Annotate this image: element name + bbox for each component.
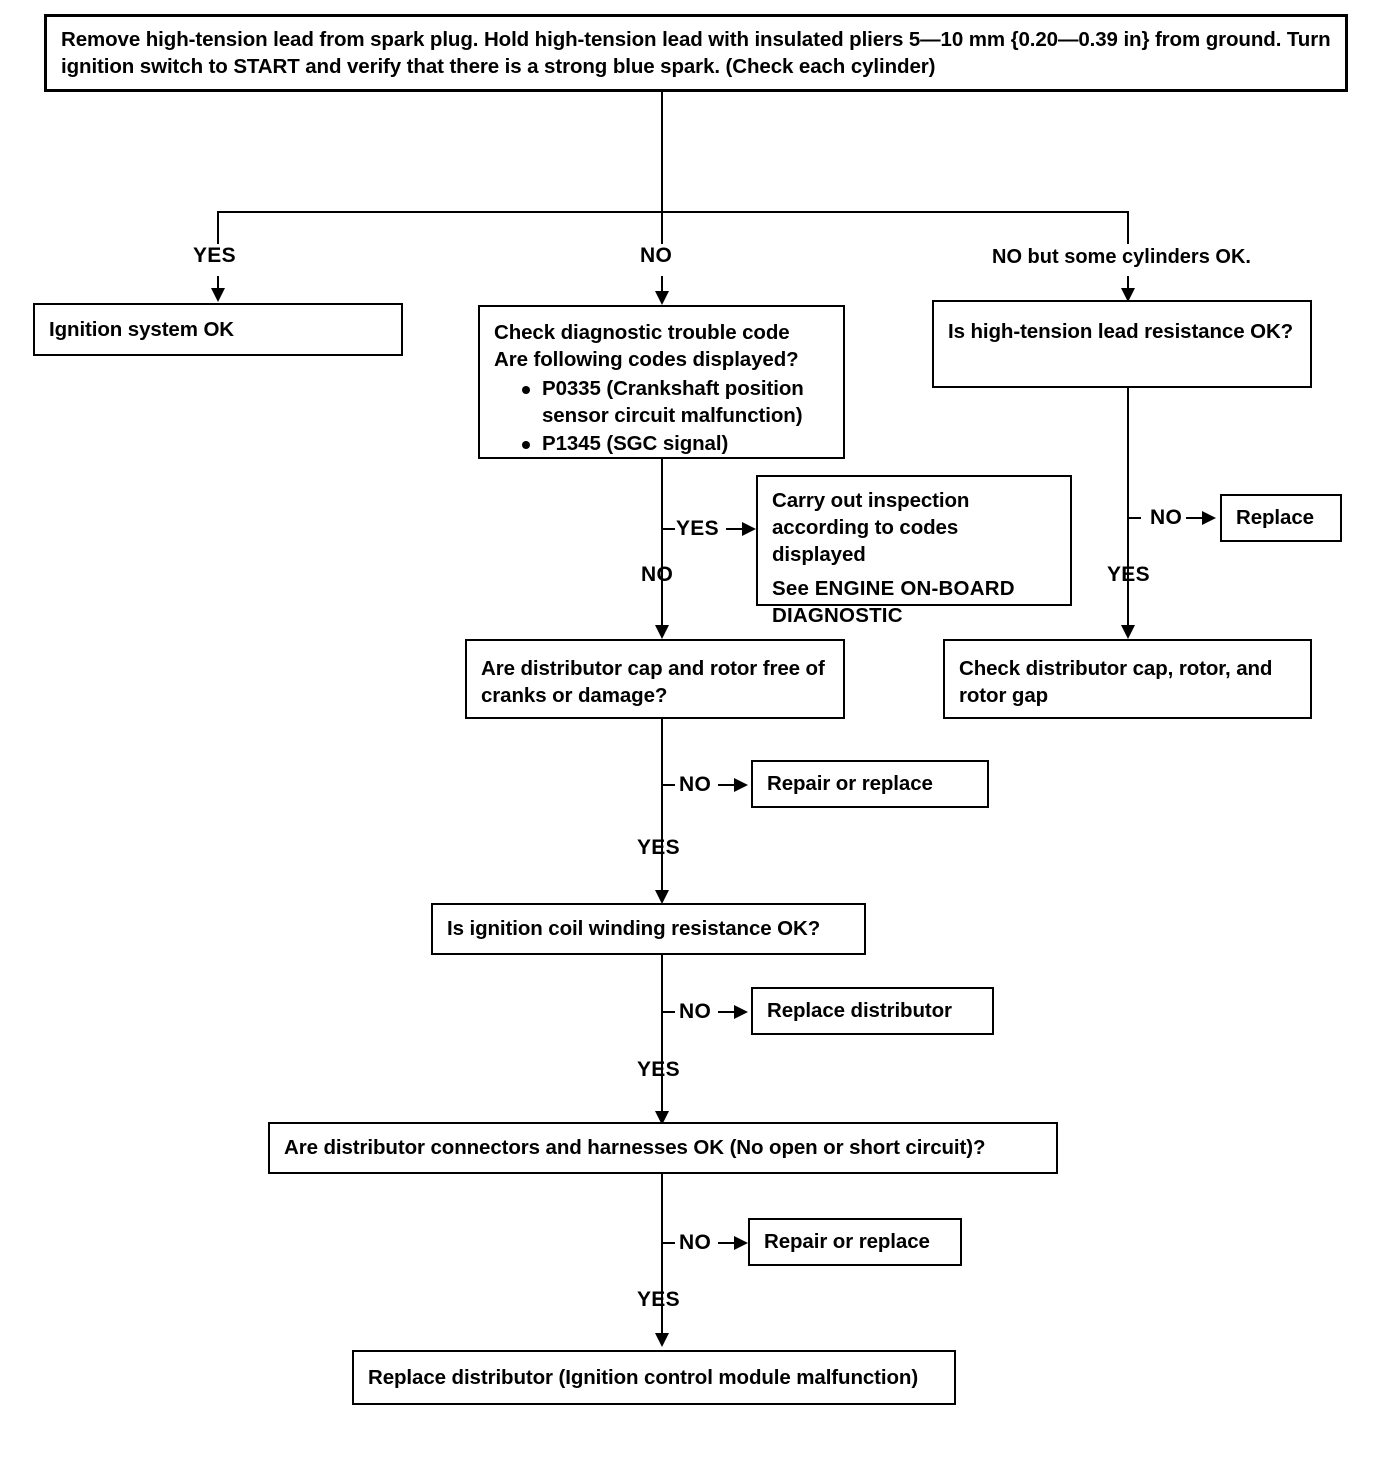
carry-out-see-label: See xyxy=(772,577,810,601)
start-box: Remove high-tension lead from spark plug… xyxy=(44,14,1348,92)
connector-dtc-yes-line xyxy=(726,528,744,530)
connector-left-arrow-line xyxy=(217,276,219,290)
check-cap-rotor-gap-text: Check distributor cap, rotor, and rotor … xyxy=(959,657,1273,708)
edge-label-dtc-yes: YES xyxy=(676,517,719,540)
connector-harness-down xyxy=(661,1174,663,1338)
edge-label-coil-yes: YES xyxy=(637,1058,680,1081)
arrow-to-connectors-harnesses xyxy=(655,1111,669,1125)
edge-label-coil-no: NO xyxy=(679,1000,712,1023)
connector-right-drop xyxy=(1127,211,1129,244)
arrow-to-cap-rotor xyxy=(655,625,669,639)
repair-or-replace-text-2: Repair or replace xyxy=(764,1230,930,1254)
connector-harness-no-tick xyxy=(661,1242,675,1244)
edge-label-harness-no: NO xyxy=(679,1231,712,1254)
connectors-harnesses-box: Are distributor connectors and harnesses… xyxy=(268,1122,1058,1174)
replace-distributor-text: Replace distributor xyxy=(767,999,952,1023)
replace-box: Replace xyxy=(1220,494,1342,542)
replace-distributor-box: Replace distributor xyxy=(751,987,994,1035)
arrow-to-ht-lead-resistance xyxy=(1121,288,1135,302)
connector-ht-no-tick xyxy=(1127,517,1141,519)
check-dtc-line1: Check diagnostic trouble code xyxy=(494,321,790,344)
connector-cap-no-tick xyxy=(661,784,675,786)
ignition-system-ok-text: Ignition system OK xyxy=(49,317,235,341)
branch-label-no-some-cylinders: NO but some cylinders OK. xyxy=(992,246,1251,268)
check-dtc-line2: Are following codes displayed? xyxy=(494,348,799,372)
edge-label-cap-no: NO xyxy=(679,773,712,796)
arrow-to-repair-or-replace-2 xyxy=(734,1236,748,1250)
connector-ht-down xyxy=(1127,388,1129,631)
final-replace-distributor-box: Replace distributor (Ignition control mo… xyxy=(352,1350,956,1405)
connector-cap-rotor-down xyxy=(661,719,663,897)
connector-coil-no-line xyxy=(718,1011,736,1013)
replace-text: Replace xyxy=(1236,506,1314,530)
arrow-to-final-box xyxy=(655,1333,669,1347)
repair-or-replace-text-1: Repair or replace xyxy=(767,772,933,796)
ht-lead-resistance-text: Is high-tension lead resistance OK? xyxy=(948,320,1294,343)
connector-cap-no-line xyxy=(718,784,736,786)
connectors-harnesses-text: Are distributor connectors and harnesses… xyxy=(284,1136,986,1160)
repair-or-replace-box-2: Repair or replace xyxy=(748,1218,962,1266)
arrow-to-check-dtc xyxy=(655,291,669,305)
dtc-code-item: P0335 (Crankshaft position sensor circui… xyxy=(522,375,829,429)
carry-out-inspection-box: Carry out inspection according to codes … xyxy=(756,475,1072,627)
carry-out-reference: ENGINE ON-BOARD DIAGNOSTIC xyxy=(772,577,1015,628)
arrow-to-check-cap-rotor-gap xyxy=(1121,625,1135,639)
connector-dtc-yes-tick xyxy=(661,528,675,530)
connector-ht-no-line xyxy=(1186,517,1204,519)
dtc-code-item: P1345 (SGC signal) xyxy=(522,430,829,457)
branch-label-yes: YES xyxy=(193,244,236,267)
arrow-to-replace xyxy=(1202,511,1216,525)
check-dtc-box: Check diagnostic trouble code Are follow… xyxy=(478,305,845,459)
edge-label-dtc-no: NO xyxy=(641,563,674,586)
connector-coil-no-tick xyxy=(661,1011,675,1013)
check-cap-rotor-gap-box: Check distributor cap, rotor, and rotor … xyxy=(943,639,1312,719)
carry-out-line2: according to codes displayed xyxy=(772,516,959,567)
connector-right-arrow-line xyxy=(1127,276,1129,290)
edge-label-harness-yes: YES xyxy=(637,1288,680,1311)
connector-middle-arrow-line xyxy=(661,276,663,292)
connector-distribution-bar xyxy=(217,211,1129,213)
repair-or-replace-box-1: Repair or replace xyxy=(751,760,989,808)
coil-winding-box: Is ignition coil winding resistance OK? xyxy=(431,903,866,955)
final-replace-distributor-text: Replace distributor (Ignition control mo… xyxy=(368,1365,919,1389)
connector-middle-drop xyxy=(661,211,663,244)
edge-label-ht-yes: YES xyxy=(1107,563,1150,586)
edge-label-cap-yes: YES xyxy=(637,836,680,859)
arrow-to-replace-distributor xyxy=(734,1005,748,1019)
connector-harness-no-line xyxy=(718,1242,736,1244)
arrow-to-carry-out-inspection xyxy=(742,522,756,536)
ht-lead-resistance-box: Is high-tension lead resistance OK? xyxy=(932,300,1312,388)
arrow-to-ignition-ok xyxy=(211,288,225,302)
edge-label-ht-no: NO xyxy=(1150,506,1183,529)
branch-label-no: NO xyxy=(640,244,673,267)
connector-start-stem xyxy=(661,92,663,213)
carry-out-line1: Carry out inspection xyxy=(772,489,970,512)
cap-rotor-free-text: Are distributor cap and rotor free of cr… xyxy=(481,657,825,708)
arrow-to-coil-winding xyxy=(655,890,669,904)
arrow-to-repair-or-replace-1 xyxy=(734,778,748,792)
connector-left-drop xyxy=(217,211,219,244)
coil-winding-text: Is ignition coil winding resistance OK? xyxy=(447,917,821,941)
start-box-text: Remove high-tension lead from spark plug… xyxy=(61,27,1331,78)
connector-coil-down xyxy=(661,955,663,1122)
ignition-system-ok-box: Ignition system OK xyxy=(33,303,403,356)
cap-rotor-free-box: Are distributor cap and rotor free of cr… xyxy=(465,639,845,719)
connector-dtc-down xyxy=(661,459,663,631)
dtc-code-list: P0335 (Crankshaft position sensor circui… xyxy=(494,375,829,457)
